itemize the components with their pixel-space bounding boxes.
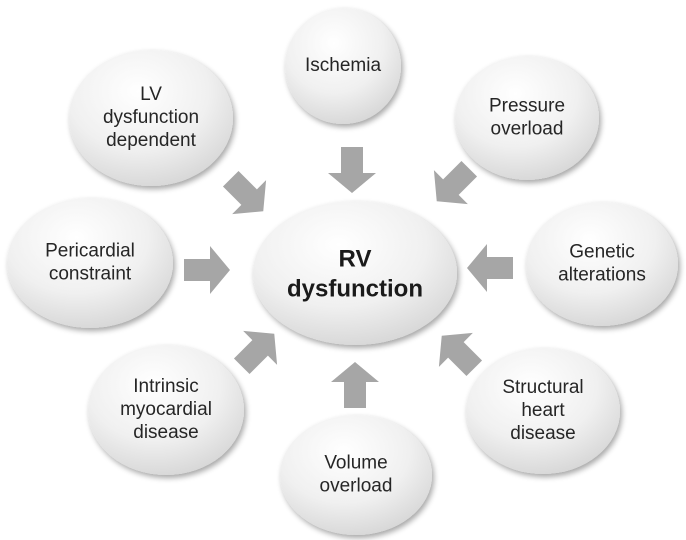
node-pericardial-constraint-label-line: constraint — [49, 264, 132, 285]
node-structural-heart-disease-label-line: disease — [510, 423, 576, 444]
node-structural-heart-disease-label-line: heart — [521, 400, 565, 421]
node-intrinsic-myocardial-disease-label-line: myocardial — [120, 399, 212, 420]
node-ischemia-bubble — [285, 8, 401, 124]
node-ischemia-label-line: Ischemia — [305, 55, 381, 76]
node-intrinsic-myocardial-disease-label-line: Intrinsic — [133, 376, 198, 397]
node-pericardial-constraint-label-line: Pericardial — [45, 241, 135, 262]
node-rv-dysfunction-bubble — [253, 201, 457, 345]
arrow-lv-dysfunction-dependent — [222, 170, 267, 215]
node-rv-dysfunction-label-line: RV — [339, 245, 372, 272]
node-volume-overload-label-line: overload — [320, 476, 393, 497]
node-pericardial-constraint-bubble — [7, 198, 173, 328]
node-intrinsic-myocardial-disease-bubble — [88, 345, 244, 475]
node-lv-dysfunction-dependent-bubble — [69, 50, 233, 186]
node-lv-dysfunction-dependent-label-line: dependent — [106, 130, 197, 151]
node-intrinsic-myocardial-disease-label-line: disease — [133, 422, 199, 443]
arrows-layer — [184, 147, 513, 408]
arrow-structural-heart-disease — [438, 332, 483, 377]
node-rv-dysfunction-label-line: dysfunction — [287, 275, 423, 302]
arrow-genetic-alterations — [467, 244, 513, 292]
arrow-pressure-overload — [433, 160, 478, 205]
node-lv-dysfunction-dependent-label-line: dysfunction — [103, 107, 199, 128]
arrow-volume-overload — [331, 362, 379, 408]
node-structural-heart-disease-bubble — [466, 348, 620, 474]
node-pressure-overload-bubble — [455, 56, 599, 180]
node-ischemia-label: Ischemia — [305, 55, 381, 76]
arrow-pericardial-constraint — [184, 246, 230, 294]
node-volume-overload-label-line: Volume — [324, 453, 387, 474]
node-genetic-alterations-label-line: alterations — [558, 265, 646, 286]
node-ischemia: Ischemia — [285, 8, 401, 124]
arrow-intrinsic-myocardial-disease — [233, 330, 278, 375]
node-lv-dysfunction-dependent-label-line: LV — [140, 84, 162, 105]
node-rv-dysfunction-label: RV dysfunction — [287, 245, 423, 302]
node-genetic-alterations-bubble — [526, 202, 678, 326]
node-pressure-overload-label-line: overload — [491, 119, 564, 140]
node-pressure-overload-label-line: Pressure — [489, 96, 565, 117]
node-genetic-alterations-label-line: Genetic — [569, 242, 634, 263]
arrow-ischemia — [328, 147, 376, 193]
node-volume-overload-bubble — [280, 415, 432, 535]
node-rv-dysfunction: RV dysfunction — [253, 201, 457, 345]
node-structural-heart-disease-label-line: Structural — [502, 377, 583, 398]
